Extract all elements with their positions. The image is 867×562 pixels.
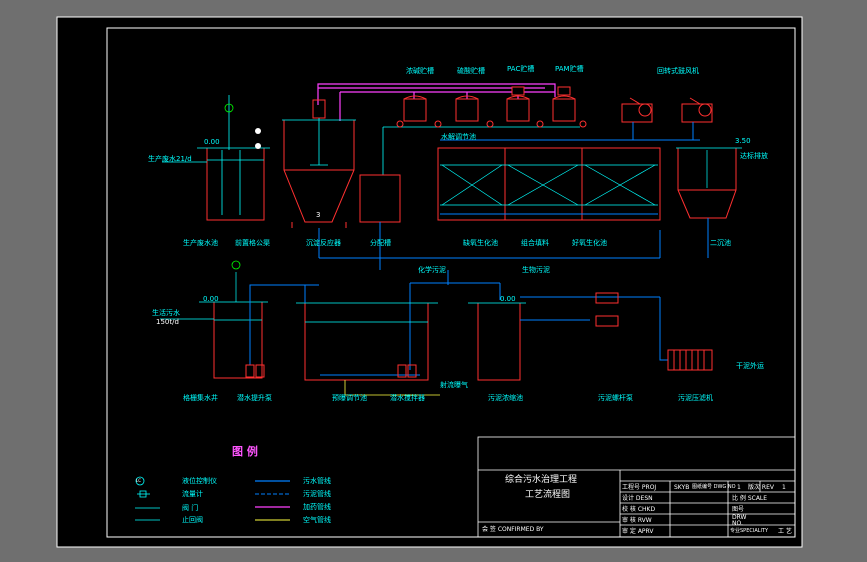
- bottom-tanks: [213, 302, 521, 381]
- bio-tanks: [437, 147, 661, 221]
- label-u4: 分配槽: [370, 239, 391, 247]
- legend-level-symbol: LC: [136, 478, 142, 483]
- label-l4: 潜水搅拌器: [390, 394, 425, 402]
- legend-left-3: 止回阀: [182, 516, 203, 524]
- tb-spec-label: 专业SPECIALITY: [730, 528, 769, 534]
- tb-rev-val: 1: [782, 484, 786, 491]
- label-chem-sludge: 化学污泥: [418, 266, 446, 274]
- drawing-border: [106, 27, 796, 538]
- legend-title: 图 例: [232, 445, 258, 458]
- tb-dwg-label: 图号: [732, 506, 745, 513]
- dosing-lines: [317, 83, 556, 121]
- label-u8: 二沉池: [710, 239, 731, 247]
- paper-frame: [56, 16, 803, 548]
- label-tank1: 浓碱贮槽: [406, 67, 434, 75]
- tb-row-0: 工程号 PROJ: [622, 484, 657, 491]
- label-level-right: 3.50: [735, 137, 751, 145]
- raw-water-tank: [206, 148, 265, 221]
- label-bio-sludge: 生物污泥: [522, 266, 550, 274]
- label-flow: 150t/d: [156, 318, 179, 326]
- label-tank2: 硫酸贮槽: [457, 67, 485, 75]
- title-block-lines: [477, 436, 796, 538]
- legend-right-2: 加药管线: [303, 503, 331, 511]
- tb-row-1: 设计 DESN: [622, 495, 653, 502]
- label-tank3: PAC贮槽: [507, 65, 535, 73]
- legend-right-1: 污泥管线: [303, 490, 331, 498]
- legend-symbols: [135, 476, 290, 521]
- legend-left-0: 液位控制仪: [182, 477, 217, 485]
- label-l7: 污泥螺杆泵: [598, 394, 633, 402]
- sludge-lines: [318, 218, 709, 370]
- tb-sheet: 1: [737, 484, 741, 491]
- label-l5: 射流曝气: [440, 381, 468, 389]
- tb-rev-label: 版次 REV: [748, 484, 774, 491]
- legend-right-3: 空气管线: [303, 516, 331, 524]
- label-l6: 污泥浓缩池: [488, 394, 523, 402]
- label-life-water: 生活污水: [152, 309, 180, 317]
- label-u3: 沉淀反应器: [306, 239, 341, 247]
- label-level-a: 0.00: [203, 295, 219, 303]
- label-equalize: 水解调节池: [441, 133, 476, 141]
- label-source: 生产废水21/d: [148, 155, 192, 163]
- air-line: [440, 122, 700, 141]
- label-l1: 格栅集水井: [183, 394, 218, 402]
- legend-left-2: 阀 门: [182, 504, 199, 512]
- label-num1: 3: [316, 211, 321, 219]
- legend-right-0: 污水管线: [303, 477, 331, 485]
- tb-row-4: 审 定 APRV: [622, 528, 654, 535]
- label-l2: 潜水提升泵: [237, 394, 272, 402]
- tb-dwg-label3: NO.: [732, 520, 743, 527]
- dosing-pump-line: [382, 126, 580, 175]
- label-l8: 污泥压滤机: [678, 394, 713, 402]
- tb-proj-no: SKYB: [674, 484, 690, 491]
- label-u1: 生产废水池: [183, 239, 218, 247]
- blowers: [621, 97, 713, 123]
- legend-left-1: 流量计: [182, 490, 203, 498]
- label-level-left: 0.00: [204, 138, 220, 146]
- label-level-b: 0.00: [500, 295, 516, 303]
- chemical-tanks: [403, 86, 576, 122]
- tb-dwg-no-label: 图纸编号 DWG NO: [692, 484, 736, 490]
- label-u2: 前置格公渠: [235, 239, 270, 247]
- tb-scale-label: 比 例 SCALE: [732, 495, 768, 502]
- label-tank4: PAM贮槽: [555, 65, 584, 73]
- label-blower: 回转式鼓风机: [657, 67, 699, 75]
- label-u7: 好氧生化池: [572, 239, 607, 247]
- label-u6: 组合填料: [521, 239, 549, 247]
- tb-dwg-label2: DRW: [732, 514, 747, 521]
- label-cake: 干泥外运: [736, 362, 764, 370]
- label-u5: 缺氧生化池: [463, 239, 498, 247]
- tb-spec-val: 工 艺: [778, 528, 792, 535]
- label-l3: 预曝调节池: [332, 394, 367, 402]
- tb-confirmed: 会 签 CONFIRMED BY: [482, 526, 544, 533]
- tb-row-3: 审 核 RVW: [622, 517, 652, 524]
- tb-row-2: 校 核 CHKD: [622, 506, 656, 513]
- label-discharge: 达标排放: [740, 152, 768, 160]
- tb-project-title: 综合污水治理工程: [505, 475, 578, 485]
- tb-drawing-title: 工艺流程图: [525, 490, 571, 500]
